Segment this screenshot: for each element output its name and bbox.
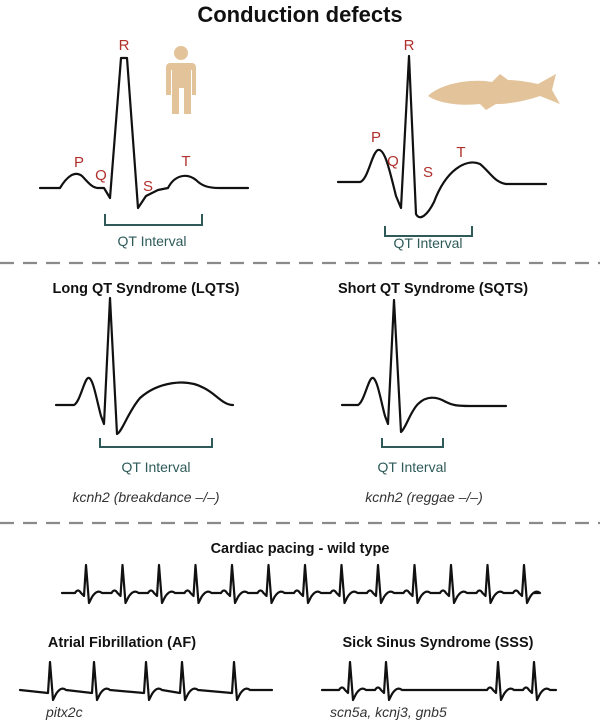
human-p-label: P [74, 154, 84, 171]
human-r-label: R [119, 37, 130, 54]
wild-type-heading: Cardiac pacing - wild type [211, 541, 390, 557]
fish-ecg-panel: P Q R S T QT Interval [336, 37, 560, 251]
sqts-qt-label: QT Interval [378, 459, 447, 475]
human-qt-bracket [104, 214, 203, 226]
lqts-ecg-trace [54, 296, 235, 436]
lqts-qt-label: QT Interval [122, 459, 191, 475]
fish-q-label: Q [387, 153, 399, 170]
fish-ecg-trace [336, 54, 548, 219]
sqts-gene-label: kcnh2 (reggae –/–) [365, 489, 483, 505]
sss-ecg-trace [320, 660, 558, 702]
lqts-heading: Long QT Syndrome (LQTS) [53, 281, 240, 297]
fish-qt-label: QT Interval [394, 235, 463, 251]
fish-p-label: P [371, 129, 381, 146]
human-ecg-trace [38, 56, 250, 210]
figure-title: Conduction defects [197, 2, 402, 27]
sqts-heading: Short QT Syndrome (SQTS) [338, 281, 528, 297]
human-figure-icon [166, 46, 196, 114]
fish-qt-bracket [384, 226, 473, 237]
wild-type-panel: Cardiac pacing - wild type [60, 541, 542, 605]
af-gene-label: pitx2c [45, 704, 83, 720]
human-s-label: S [143, 178, 153, 195]
human-q-label: Q [95, 167, 107, 184]
fish-r-label: R [404, 37, 415, 54]
fish-t-label: T [456, 144, 465, 161]
fish-s-label: S [423, 164, 433, 181]
af-panel: Atrial Fibrillation (AF) pitx2c [18, 635, 274, 720]
lqts-gene-label: kcnh2 (breakdance –/–) [72, 489, 219, 505]
sss-heading: Sick Sinus Syndrome (SSS) [343, 635, 534, 651]
human-qt-label: QT Interval [118, 233, 187, 249]
af-heading: Atrial Fibrillation (AF) [48, 635, 196, 651]
lqts-qt-bracket [99, 438, 213, 448]
lqts-panel: Long QT Syndrome (LQTS) QT Interval kcnh… [53, 281, 240, 505]
human-t-label: T [181, 153, 190, 170]
af-ecg-trace [18, 660, 274, 702]
sss-gene-label: scn5a, kcnj3, gnb5 [330, 704, 447, 720]
sss-panel: Sick Sinus Syndrome (SSS) scn5a, kcnj3, … [320, 635, 558, 720]
sqts-ecg-trace [340, 298, 508, 434]
sqts-panel: Short QT Syndrome (SQTS) QT Interval kcn… [338, 281, 528, 505]
human-ecg-panel: P Q R S T QT Interval [38, 37, 250, 249]
wild-type-ecg-trace [60, 563, 542, 605]
sqts-qt-bracket [381, 438, 444, 448]
zebrafish-icon [428, 74, 560, 110]
